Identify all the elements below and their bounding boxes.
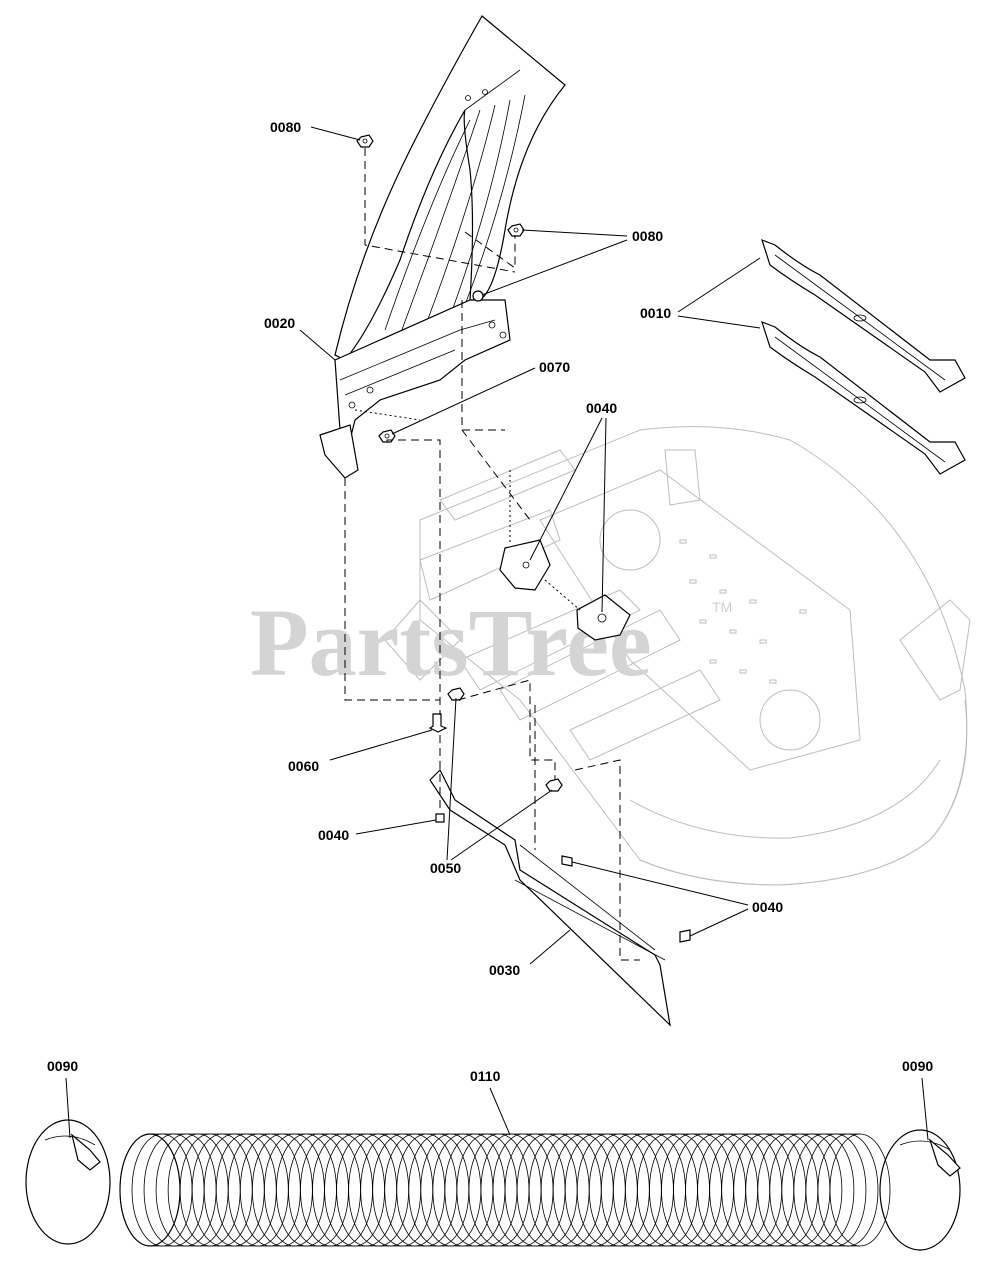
hose-coil [564,1133,626,1247]
part-0050-nut-upper [447,687,465,701]
hose-coil [239,1133,301,1247]
hose-coil [336,1133,398,1247]
hose-coil [757,1133,819,1247]
hose-coil [360,1133,422,1247]
hose-coil [504,1133,566,1247]
hose-coil [745,1133,807,1247]
part-0040-bolt-right [679,929,691,943]
leader-lines [65,126,929,1141]
callout-0040-left: 0040 [318,827,349,843]
hose-coil [251,1133,313,1247]
part-0030-deflector [429,768,671,1027]
part-0020-discharge-chute [319,15,566,479]
hose-coil [685,1133,746,1247]
part-0010-blade-lower [761,320,966,475]
hose-coil [781,1133,843,1247]
hose-coil [420,1133,482,1247]
hose-coil [661,1133,722,1247]
callout-0090-right: 0090 [902,1058,933,1074]
hose-coil [625,1133,686,1247]
callout-0060: 0060 [288,758,319,774]
part-0080-nut-right [507,223,525,237]
part-0040-bolt-mid [561,855,573,867]
callout-0050: 0050 [430,860,461,876]
part-0010-blade-upper [761,238,966,393]
hose-coil [384,1133,446,1247]
hose-coil [480,1133,542,1247]
hose-coil [805,1133,867,1247]
hose-coil [733,1133,795,1247]
part-0090-clamp-left [25,1119,111,1245]
hose-coil [324,1133,385,1247]
hose-coil [637,1133,698,1247]
callout-0030: 0030 [489,962,520,978]
callout-labels: 0080 0080 0020 0070 0010 0040 0060 0040 … [47,119,933,1084]
callout-0070: 0070 [539,359,570,375]
hose-coil [179,1133,241,1247]
hose-coil [769,1133,831,1247]
hose-coil [612,1133,674,1247]
hose-coil [444,1133,506,1247]
hose-coil [288,1133,349,1247]
hose-coil [492,1133,554,1247]
hose-coil [432,1133,494,1247]
callout-0090-left: 0090 [47,1058,78,1074]
mower-deck [384,426,971,886]
callout-0020: 0020 [264,315,295,331]
hose-coil [300,1133,361,1247]
callout-0010: 0010 [640,305,671,321]
hose-coil [215,1133,277,1247]
callout-0080-right: 0080 [632,228,663,244]
watermark-trademark: TM [712,599,732,615]
part-0070-nut [378,429,396,443]
callout-0040-deck: 0040 [586,400,617,416]
hose-coil [600,1133,662,1247]
hose-coil [203,1133,265,1247]
hose-coil [552,1133,614,1247]
hose-coil [456,1133,518,1247]
hose-coil [697,1133,759,1247]
hose-coil [516,1133,578,1247]
assembly-lines [344,148,640,961]
callout-0040-right: 0040 [752,899,783,915]
hose-coil [264,1133,325,1247]
part-0080-nut-top [356,134,374,148]
callout-0110: 0110 [470,1068,501,1084]
hose-coil [408,1133,470,1247]
hose-coil [709,1133,771,1247]
hose-coil [191,1133,253,1247]
part-0090-clamp-right [879,1129,961,1251]
hose-coil [468,1133,530,1247]
hose-coil [829,1133,891,1247]
hose-coil [588,1133,650,1247]
hose-coil [372,1133,434,1247]
hose-end-left [119,1133,181,1247]
hose-coil [348,1133,410,1247]
hose-coil [817,1133,879,1247]
part-0060-bolt [428,713,448,733]
hose-coil [721,1133,783,1247]
hose-coil [649,1133,710,1247]
hose-coil [312,1133,373,1247]
hose-coil [528,1133,590,1247]
part-0050-nut-lower [545,778,563,792]
hose-coil [540,1133,602,1247]
part-0080-bolt-right [472,290,484,302]
hose-coil [276,1133,337,1247]
hose-coil [673,1133,734,1247]
hose-coil [576,1133,638,1247]
hose-coil [793,1133,855,1247]
hose-coil [396,1133,458,1247]
hose-coil [227,1133,289,1247]
part-0110-hose [119,1133,891,1247]
callout-0080-top: 0080 [270,119,301,135]
part-0040-bolt-left [435,813,445,823]
part-0040-plug-right [576,594,631,641]
